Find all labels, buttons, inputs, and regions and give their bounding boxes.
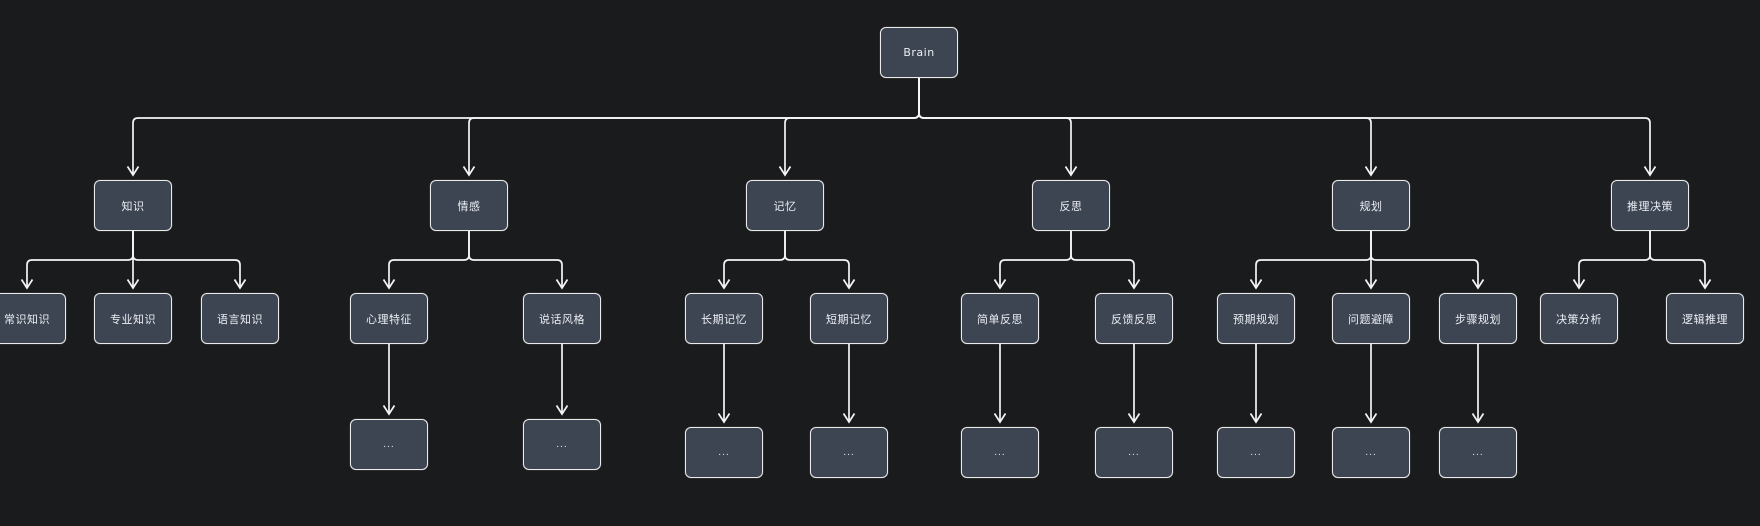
node-anticipatory-planning: 预期规划 xyxy=(1217,293,1295,344)
node-professional-knowledge: 专业知识 xyxy=(94,293,172,344)
node-simple-reflection: 简单反思 xyxy=(961,293,1039,344)
edge-memory-long-term xyxy=(717,231,786,290)
edge-planning-step xyxy=(1370,231,1485,290)
edge-reflection-simple xyxy=(993,231,1072,290)
node-ellipsis-short-term-memory: ... xyxy=(810,427,888,478)
node-decision-analysis: 决策分析 xyxy=(1540,293,1618,344)
edge-reflection-feedback xyxy=(1070,231,1141,290)
node-feedback-reflection: 反馈反思 xyxy=(1095,293,1173,344)
node-step-planning: 步骤规划 xyxy=(1439,293,1517,344)
edge-emotion-psych-traits xyxy=(382,231,470,290)
node-memory: 记忆 xyxy=(746,180,824,231)
node-reasoning-decision: 推理决策 xyxy=(1611,180,1689,231)
edge-knowledge-common xyxy=(20,231,134,290)
node-ellipsis-step-planning: ... xyxy=(1439,427,1517,478)
node-language-knowledge: 语言知识 xyxy=(201,293,279,344)
node-brain: Brain xyxy=(880,27,958,78)
edge-brain-knowledge xyxy=(126,77,920,177)
edge-memory-short-term xyxy=(784,231,856,290)
edge-knowledge-language xyxy=(132,231,247,290)
node-knowledge: 知识 xyxy=(94,180,172,231)
node-ellipsis-feedback-reflection: ... xyxy=(1095,427,1173,478)
node-reflection: 反思 xyxy=(1032,180,1110,231)
node-planning: 规划 xyxy=(1332,180,1410,231)
edge-reasoning-logical xyxy=(1649,231,1712,290)
node-ellipsis-obstacle-avoidance: ... xyxy=(1332,427,1410,478)
edge-brain-reflection xyxy=(918,77,1078,177)
node-psychological-traits: 心理特征 xyxy=(350,293,428,344)
node-long-term-memory: 长期记忆 xyxy=(685,293,763,344)
edge-brain-emotion xyxy=(462,77,920,177)
node-ellipsis-psychological-traits: ... xyxy=(350,419,428,470)
node-short-term-memory: 短期记忆 xyxy=(810,293,888,344)
edge-brain-planning xyxy=(918,77,1378,177)
edge-brain-memory xyxy=(778,77,920,177)
edge-emotion-speaking-style xyxy=(468,231,569,290)
node-emotion: 情感 xyxy=(430,180,508,231)
node-logical-reasoning: 逻辑推理 xyxy=(1666,293,1744,344)
node-ellipsis-simple-reflection: ... xyxy=(961,427,1039,478)
edge-reasoning-decision-analysis xyxy=(1572,231,1651,290)
edge-brain-reasoning-decision xyxy=(918,77,1657,177)
node-ellipsis-anticipatory-planning: ... xyxy=(1217,427,1295,478)
node-obstacle-avoidance: 问题避障 xyxy=(1332,293,1410,344)
edge-planning-anticipatory xyxy=(1249,231,1372,290)
node-ellipsis-speaking-style: ... xyxy=(523,419,601,470)
node-speaking-style: 说话风格 xyxy=(523,293,601,344)
node-common-knowledge: 常识知识 xyxy=(0,293,66,344)
node-ellipsis-long-term-memory: ... xyxy=(685,427,763,478)
